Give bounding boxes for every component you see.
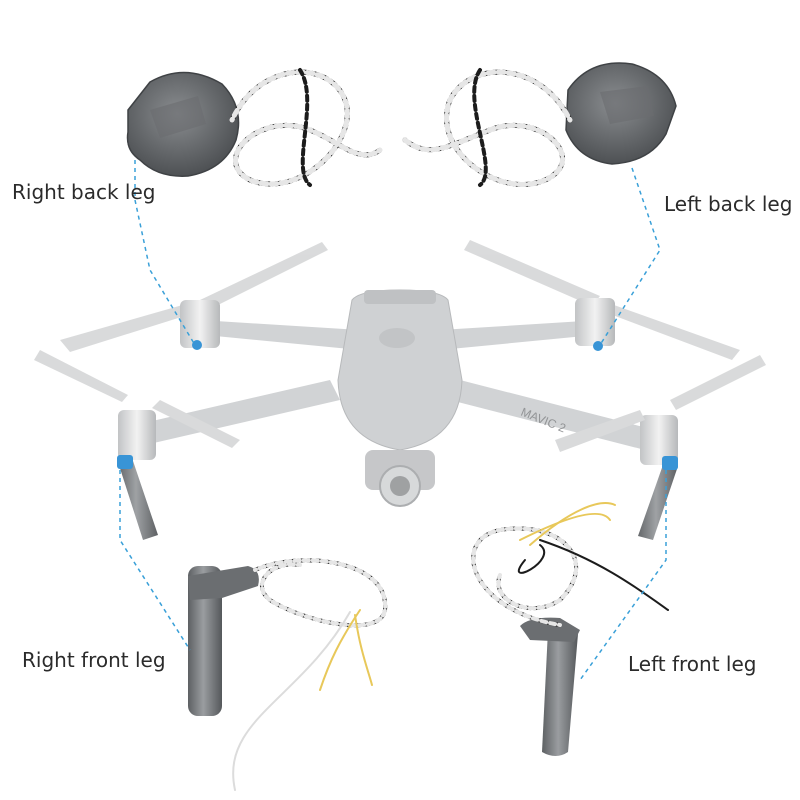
label-right-front-leg: Right front leg — [22, 648, 166, 672]
label-left-back-leg: Left back leg — [664, 192, 793, 216]
left-front-leg-part — [520, 617, 580, 756]
leader-left-back — [599, 167, 661, 346]
motor-rear-left — [575, 298, 615, 346]
motor-front-right — [118, 410, 156, 460]
drone: MAVIC 2 — [34, 240, 766, 540]
right-front-leg-part — [188, 566, 259, 716]
motor-front-left — [640, 415, 678, 465]
label-right-back-leg: Right back leg — [12, 180, 156, 204]
right-back-leg-part — [126, 71, 240, 177]
leader-lines — [119, 160, 667, 681]
left-front-leg-wires — [471, 502, 669, 627]
left-back-leg-part — [565, 62, 677, 165]
motor-rear-right — [180, 300, 220, 348]
right-front-leg-wires — [232, 558, 388, 791]
left-back-leg-wires — [402, 68, 573, 187]
label-left-front-leg: Left front leg — [628, 652, 757, 676]
leader-left-front — [579, 470, 667, 681]
leader-right-back — [134, 160, 196, 346]
right-back-leg-wires — [229, 68, 383, 187]
